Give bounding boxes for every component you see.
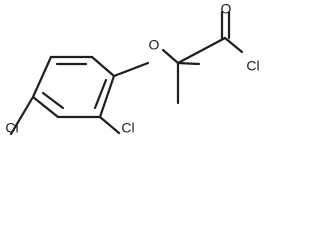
molecule-structure: O O Cl Cl Cl [5,1,259,136]
bond-ring-to-ortho-chlorine [98,115,121,135]
bond-carbonyl-to-acyl-chlorine [223,36,244,54]
carbonyl-oxygen-label: O [221,1,232,17]
acyl-chlorine-label: Cl [246,58,259,74]
methyl-bond-up-right [176,61,201,66]
ring-bond-left-upper [31,55,53,99]
ortho-chlorine-label: Cl [121,120,134,136]
bond-quaternary-to-carbonyl-carbon [176,36,227,65]
ring-bond-right-upper [90,55,116,78]
ring-bond-left-lower-inner [41,91,65,110]
ring-bond-left-lower [31,95,60,119]
bond-ring-to-para-chlorine [9,95,35,136]
bond-oxygen-to-quaternary-carbon [161,48,180,65]
chemical-structure-canvas: O O Cl Cl Cl [0,0,268,138]
para-chlorine-label: Cl [5,120,18,136]
bond-ring-to-oxygen [112,61,150,78]
ether-oxygen-label: O [149,37,160,53]
ring-bond-right-lower-inner [93,78,108,110]
ring-bond-right-lower [98,74,116,119]
